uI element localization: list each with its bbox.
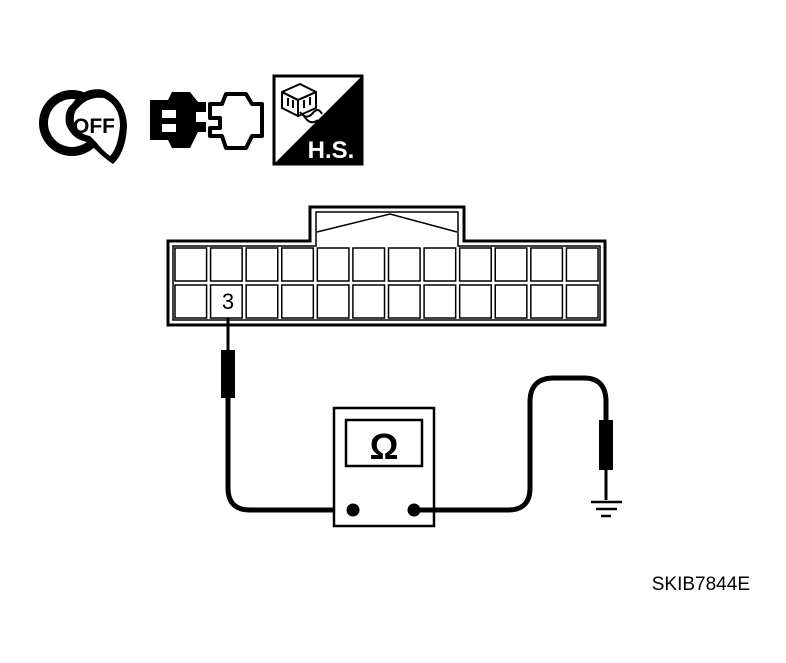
probe-handle <box>221 350 235 398</box>
connector-cavity <box>281 247 315 282</box>
ground-probe-handle <box>599 420 613 470</box>
connector-cavity <box>352 284 386 319</box>
connector-cavity <box>530 247 564 282</box>
connector-cavity <box>458 284 492 319</box>
harness-connector <box>166 205 607 327</box>
probe-lead-terminal <box>221 318 352 513</box>
figure-reference-code: SKIB7844E <box>652 574 750 595</box>
terminal-number-label: 3 <box>222 289 234 314</box>
ground-lead-wire <box>414 375 609 513</box>
connector-cavity <box>565 247 599 282</box>
connector-cavity <box>174 284 208 319</box>
connector-cavity <box>316 284 350 319</box>
connector-cavity <box>387 284 421 319</box>
meter-terminal-left <box>346 503 360 517</box>
connector-cavity <box>494 284 528 319</box>
connector-cavity <box>245 247 279 282</box>
connector-cavity <box>458 247 492 282</box>
connector-cavity <box>352 247 386 282</box>
test-lead-wire <box>225 398 352 513</box>
connector-cavity <box>565 284 599 319</box>
ignition-off-label: OFF <box>73 115 115 138</box>
harness-side-label: H.S. <box>308 137 355 164</box>
meter-display <box>344 418 424 468</box>
connector-cavity <box>209 247 243 282</box>
harness-side-connector-icon: H.S. <box>272 74 364 166</box>
connector-cavity <box>423 247 457 282</box>
ohm-symbol: Ω <box>370 426 399 467</box>
ohmmeter: Ω <box>332 406 436 528</box>
ground-icon <box>591 500 622 518</box>
connector-cavity <box>281 284 315 319</box>
probe-lead-ground <box>414 375 622 518</box>
connector-cavity <box>316 247 350 282</box>
connector-cavity <box>423 284 457 319</box>
connector-cavity <box>209 284 243 319</box>
connector-cavity <box>174 247 208 282</box>
connector-cavity <box>530 284 564 319</box>
connector-cavity <box>387 247 421 282</box>
disconnect-connector-icon <box>150 92 264 150</box>
ignition-key-off-icon: OFF <box>39 89 127 164</box>
connector-cavity-grid <box>174 247 599 319</box>
connector-cavity <box>245 284 279 319</box>
connector-cavity <box>494 247 528 282</box>
